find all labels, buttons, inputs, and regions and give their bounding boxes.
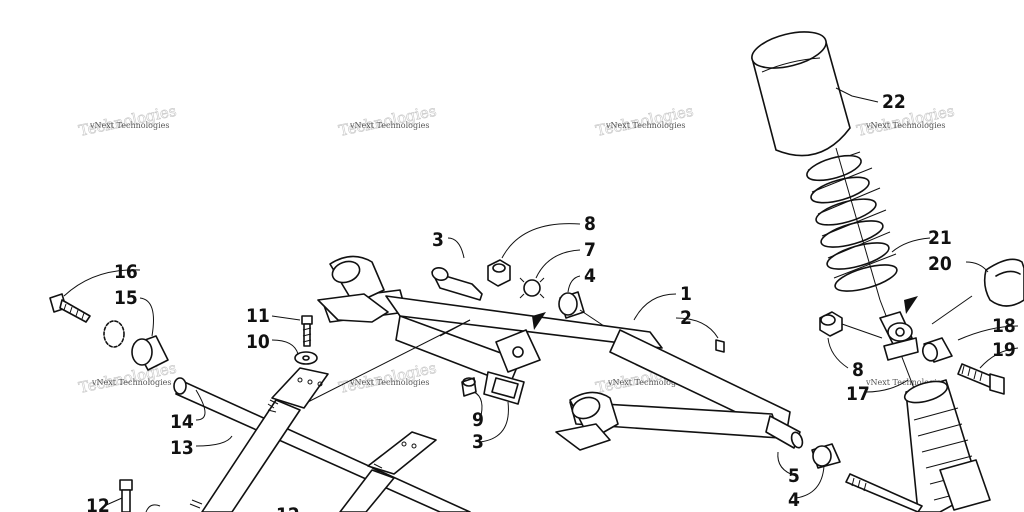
callout-12-left: 12: [86, 495, 110, 512]
shock-bushing-18: [921, 337, 953, 363]
part-11-bolt: [301, 315, 313, 347]
watermark: vNext Technologies: [91, 378, 171, 387]
callout-11: 11: [246, 305, 270, 327]
part-20-retainer-clip: [983, 258, 1024, 307]
part-4-bolt-long: [845, 473, 923, 512]
callout-5: 5: [788, 465, 800, 487]
part-22-boot: [751, 31, 851, 157]
part-3-bushing-lower: [483, 371, 525, 405]
callout-9: 9: [472, 409, 484, 431]
callout-19: 19: [992, 339, 1016, 361]
shock-absorber: [879, 299, 991, 512]
callout-2: 2: [680, 307, 692, 329]
part-7-lockwasher: [519, 277, 545, 299]
shock-bolt-19: [957, 363, 1005, 395]
watermark: vNext Technologies: [349, 378, 429, 387]
callout-14: 14: [170, 411, 194, 433]
callout-17: 17: [846, 383, 870, 405]
arrow-marker-right: [904, 296, 918, 314]
watermark: vNext Technologies: [607, 378, 687, 387]
part-21-coil-spring: [806, 147, 898, 301]
watermark: vNext Technologies: [89, 121, 169, 130]
frame-brackets: [189, 367, 437, 512]
callout-16: 16: [114, 261, 138, 283]
callout-labels: 22 21 20 18 19 17 8 1 2 3 8 7 4 16 15 11…: [86, 91, 1016, 512]
callout-10: 10: [246, 331, 270, 353]
callout-8-right: 8: [852, 359, 864, 381]
callout-3-lower: 3: [472, 431, 484, 453]
callout-18: 18: [992, 315, 1016, 337]
part-8-nut: [487, 259, 511, 287]
callout-4-lower: 4: [788, 489, 800, 511]
callout-7: 7: [584, 239, 596, 261]
part-10-washer: [294, 351, 318, 365]
nut-8-right: [819, 311, 843, 337]
callout-15: 15: [114, 287, 138, 309]
part-15-washer: [103, 320, 125, 348]
watermark: vNext Technologies: [605, 121, 685, 130]
part-9-nut: [461, 377, 477, 397]
arrow-marker-left: [532, 312, 546, 330]
callout-4-upper: 4: [584, 265, 596, 287]
callout-13: 13: [170, 437, 194, 459]
left-bushing: [131, 335, 169, 371]
part-3-bushing-upper: [431, 266, 483, 301]
part-4-spacer: [558, 291, 585, 319]
part-2-grease-fitting: [715, 339, 725, 353]
callout-22: 22: [882, 91, 906, 113]
watermark: vNext Technologies: [349, 121, 429, 130]
part-1-a-arm: [299, 255, 804, 451]
part-12-bolt: [119, 479, 161, 512]
callout-12-center: 12: [276, 504, 300, 512]
watermark: vNext Technologies: [865, 121, 945, 130]
callout-21: 21: [928, 227, 952, 249]
part-5-bushing: [811, 443, 841, 469]
leader-lines: [63, 87, 1019, 507]
callout-1: 1: [680, 283, 692, 305]
watermark: vNext Technologies: [865, 378, 945, 387]
callout-20: 20: [928, 253, 952, 275]
callout-8-upper: 8: [584, 213, 596, 235]
part-16-bolt: [49, 293, 91, 323]
callout-3-upper: 3: [432, 229, 444, 251]
